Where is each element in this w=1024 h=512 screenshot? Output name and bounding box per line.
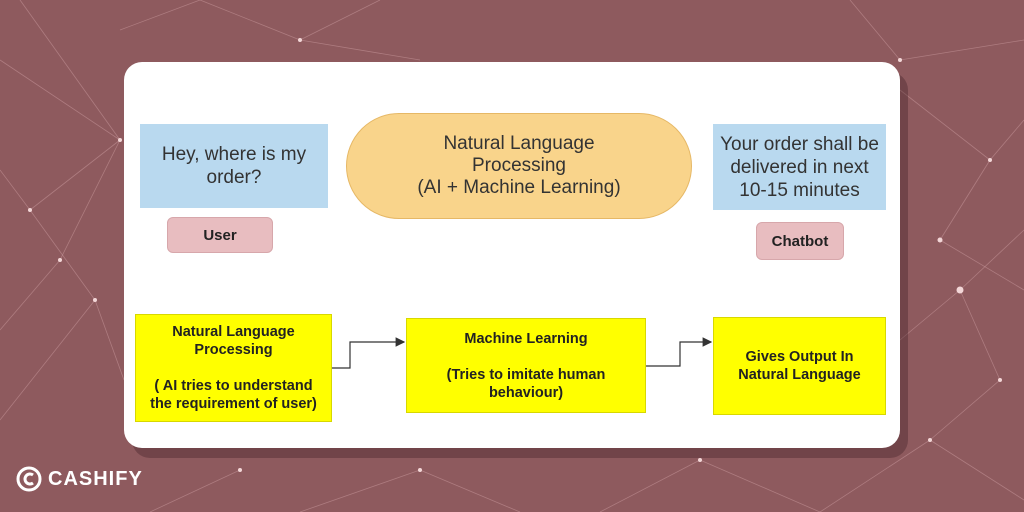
bot-bubble-line-2: delivered in next (730, 156, 869, 178)
step1-desc-line-2: the requirement of user) (150, 396, 317, 412)
step1-title-line-1: Natural Language (172, 324, 295, 340)
cashify-brand-text: CASHIFY (48, 467, 143, 490)
step2-title: Machine Learning (464, 330, 588, 347)
user-speech-bubble: Hey, where is my order? (140, 124, 328, 208)
nlp-center-line-2: Processing (472, 155, 566, 176)
bot-bubble-line-3: 10-15 minutes (739, 179, 860, 201)
user-bubble-line-1: Hey, where is my (161, 144, 307, 165)
cashify-logo-icon (16, 466, 42, 492)
step3-title-line-1: Gives Output In (745, 349, 854, 365)
step1-desc-line-1: ( AI tries to understand (154, 378, 313, 394)
step-output-box: Gives Output In Natural Language (713, 317, 886, 415)
step2-desc-line-2: behaviour) (488, 384, 564, 401)
user-bubble-line-2: order? (206, 167, 262, 188)
user-role-tag: User (167, 217, 273, 253)
user-role-label: User (203, 226, 237, 244)
nlp-center-node: Natural Language Processing (AI + Machin… (346, 113, 692, 219)
step1-title-line-2: Processing (194, 342, 273, 358)
nlp-center-line-1: Natural Language (443, 133, 595, 154)
step-nlp-box: Natural Language Processing ( AI tries t… (135, 314, 332, 422)
step-machine-learning-box: Machine Learning (Tries to imitate human… (406, 318, 646, 413)
nlp-center-line-3: (AI + Machine Learning) (417, 177, 621, 198)
chatbot-speech-bubble: Your order shall be delivered in next 10… (713, 124, 886, 210)
cashify-logo: CASHIFY (16, 466, 143, 492)
chatbot-role-tag: Chatbot (756, 222, 844, 260)
bot-bubble-line-1: Your order shall be (720, 133, 879, 155)
chatbot-role-label: Chatbot (771, 232, 829, 250)
step3-title-line-2: Natural Language (738, 367, 861, 383)
step2-desc-line-1: (Tries to imitate human (446, 366, 606, 383)
